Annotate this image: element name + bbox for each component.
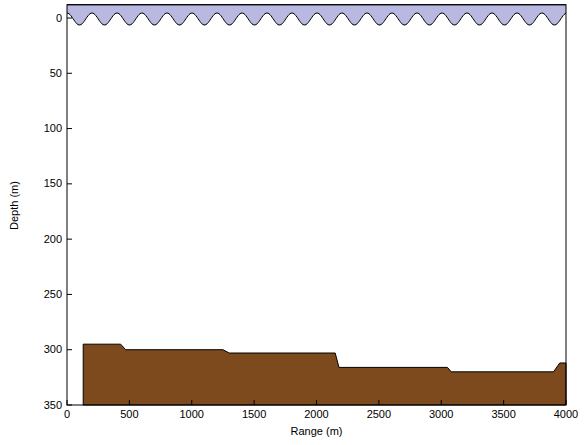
x-tick bbox=[441, 400, 442, 405]
seabed bbox=[83, 344, 566, 405]
x-tick bbox=[316, 400, 317, 405]
y-tick-label: 0 bbox=[56, 13, 62, 24]
y-tick-label: 300 bbox=[44, 344, 62, 355]
y-axis-title: Depth (m) bbox=[9, 181, 20, 230]
x-tick-label: 2000 bbox=[304, 409, 328, 420]
x-tick bbox=[191, 400, 192, 405]
y-tick-label: 200 bbox=[44, 234, 62, 245]
y-tick bbox=[67, 128, 72, 129]
y-tick bbox=[67, 294, 72, 295]
x-tick-label: 3000 bbox=[429, 409, 453, 420]
x-tick-label: 4000 bbox=[554, 409, 578, 420]
x-tick bbox=[129, 400, 130, 405]
sea-surface bbox=[67, 13, 566, 25]
x-tick-label: 1000 bbox=[180, 409, 204, 420]
x-tick bbox=[67, 400, 68, 405]
y-tick bbox=[67, 349, 72, 350]
y-tick bbox=[67, 405, 72, 406]
x-axis-title: Range (m) bbox=[291, 426, 343, 437]
y-tick-label: 50 bbox=[50, 68, 62, 79]
x-tick-label: 1500 bbox=[242, 409, 266, 420]
x-tick-label: 0 bbox=[64, 409, 70, 420]
x-tick-label: 2500 bbox=[367, 409, 391, 420]
x-tick bbox=[503, 400, 504, 405]
axes-box bbox=[67, 5, 566, 405]
y-tick bbox=[67, 183, 72, 184]
water-band bbox=[67, 5, 566, 25]
x-tick bbox=[254, 400, 255, 405]
y-tick-label: 100 bbox=[44, 123, 62, 134]
x-tick bbox=[378, 400, 379, 405]
x-tick-label: 500 bbox=[120, 409, 138, 420]
x-tick-label: 3500 bbox=[491, 409, 515, 420]
y-tick-label: 350 bbox=[44, 400, 62, 411]
y-tick-label: 150 bbox=[44, 178, 62, 189]
y-tick bbox=[67, 73, 72, 74]
y-tick bbox=[67, 18, 72, 19]
x-tick bbox=[566, 400, 567, 405]
y-tick bbox=[67, 239, 72, 240]
y-tick-label: 250 bbox=[44, 289, 62, 300]
